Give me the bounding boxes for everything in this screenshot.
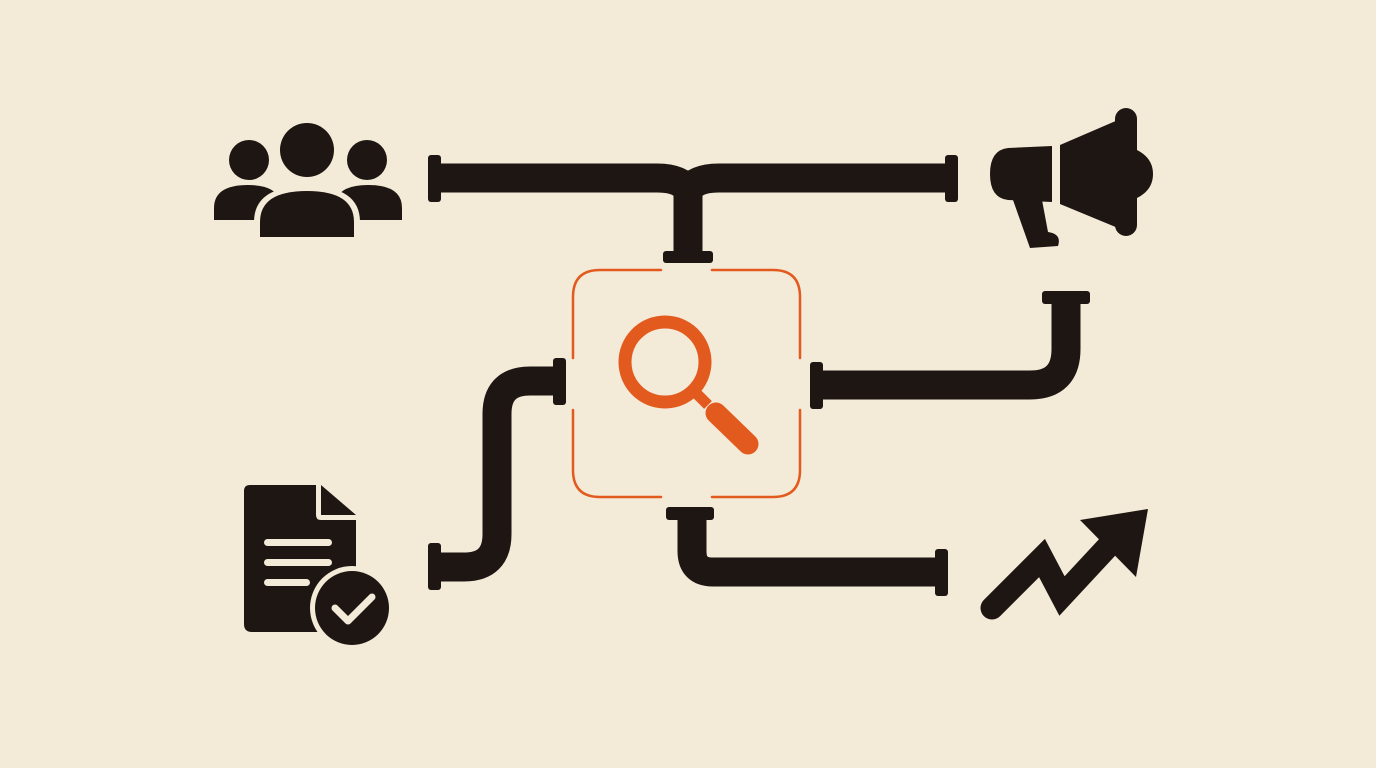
pipe-top xyxy=(428,155,958,205)
pipe-right xyxy=(810,291,1090,409)
hub-frame xyxy=(571,268,802,499)
pipe-bottom xyxy=(666,507,948,596)
pipe-top-drop xyxy=(663,192,713,263)
megaphone-icon xyxy=(990,108,1153,248)
people-group-icon xyxy=(214,119,402,242)
pipe-left xyxy=(428,358,566,590)
trend-up-arrow-icon xyxy=(980,509,1148,620)
document-check-icon xyxy=(244,485,394,650)
magnifier-icon xyxy=(618,315,759,455)
